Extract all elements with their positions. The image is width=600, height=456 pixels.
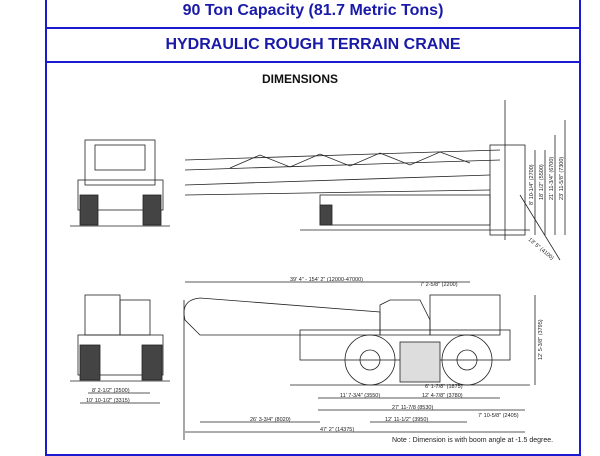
dim-cab-offset: 7' 2-5/8" (2200) xyxy=(420,282,458,288)
dim-track-width: 8' 2-1/2" (2500) xyxy=(92,388,130,394)
dim-front-overhang: 11' 7-3/4" (3550) xyxy=(340,393,380,399)
side-view-bottom: 39' 4" - 154' 2" (12000-47000) 7' 2-5/8"… xyxy=(183,277,544,440)
dim-boom-length: 39' 4" - 154' 2" (12000-47000) xyxy=(290,277,363,283)
dimensions-title: DIMENSIONS xyxy=(261,72,338,86)
dim-overall-width: 10' 10-1/2" (3315) xyxy=(86,398,130,404)
dim-overall-length: 47' 2" (14375) xyxy=(320,427,354,433)
dim-wheelbase: 12' 11-1/2" (3950) xyxy=(385,417,428,423)
dim-h4: 23' 11-5/8" (7300) xyxy=(559,157,565,200)
side-view-top: 8' 10-1/4" (2700) 18' 1/2" (5500) 21' 11… xyxy=(184,100,566,262)
dim-radius: 13' 5" (4100) xyxy=(527,237,555,262)
capacity-heading: 90 Ton Capacity (81.7 Metric Tons) xyxy=(47,0,579,29)
dim-h3: 21' 11-3/4" (6700) xyxy=(549,157,555,200)
dim-h2: 18' 1/2" (5500) xyxy=(539,164,545,200)
boom-angle-note: Note : Dimension is with boom angle at -… xyxy=(392,437,554,444)
crane-type-heading: HYDRAULIC ROUGH TERRAIN CRANE xyxy=(47,29,579,63)
dim-overall-height: 12' 5-3/8" (3795) xyxy=(538,319,544,360)
dim-center: 6' 1-7/8" (1875) xyxy=(425,384,463,390)
dim-wheelbase-half: 12' 4-7/8" (3780) xyxy=(422,393,463,399)
dim-boom-overhang: 26' 3-3/4" (8020) xyxy=(250,417,291,423)
dim-rear-overhang: 7' 10-5/8" (2405) xyxy=(478,413,519,419)
dim-outrigger-span: 27' 11-7/8 (8530) xyxy=(392,405,433,411)
front-view-top xyxy=(70,139,170,227)
dim-h1: 8' 10-1/4" (2700) xyxy=(529,164,535,205)
front-view-bottom: 8' 2-1/2" (2500) 10' 10-1/2" (3315) xyxy=(70,294,170,404)
